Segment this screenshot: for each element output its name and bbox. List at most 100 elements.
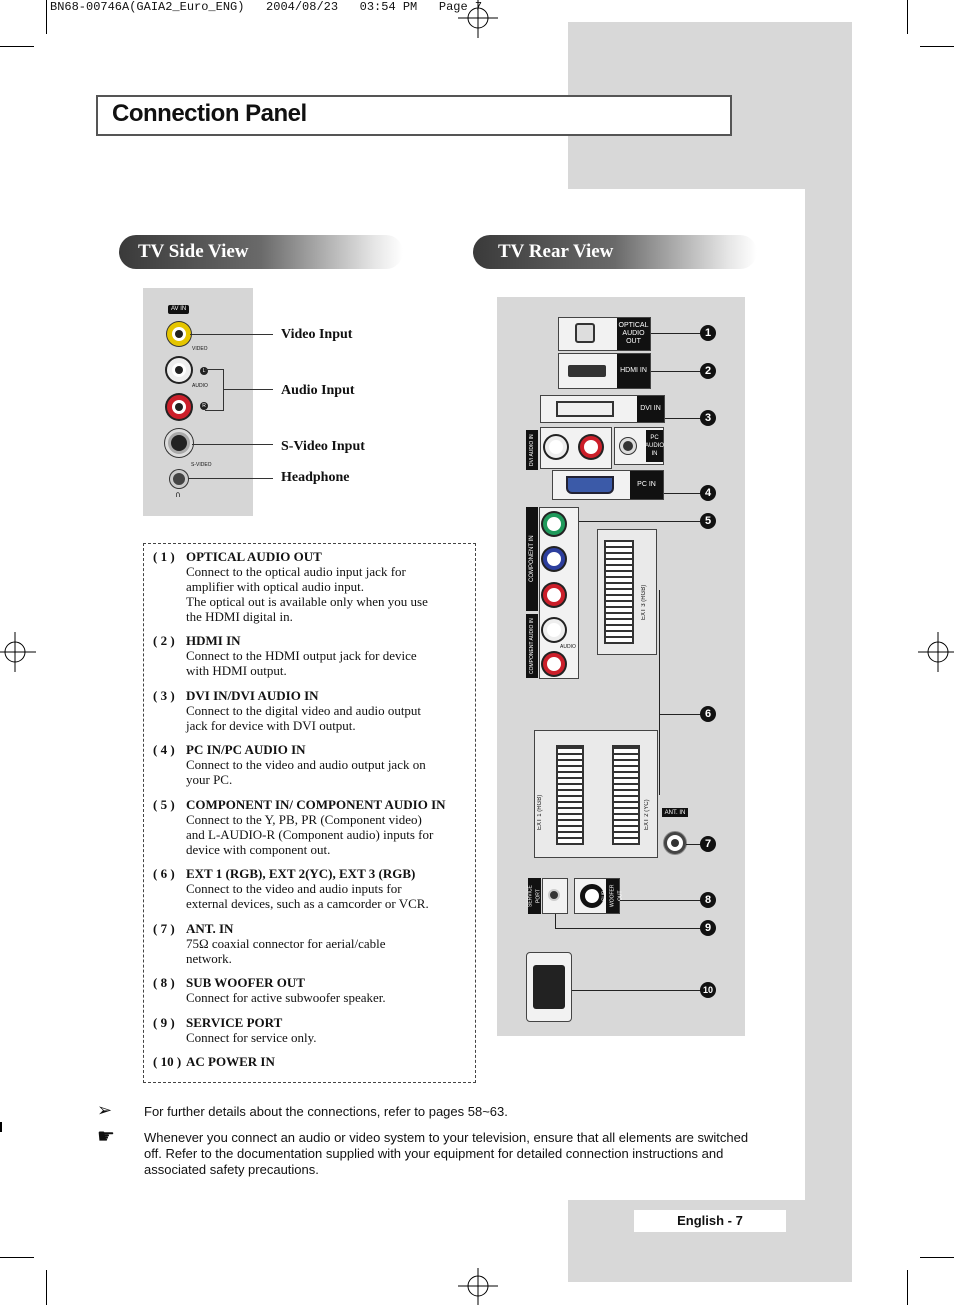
page-gray-band-right [805, 189, 852, 1200]
audio-bracket [205, 369, 224, 411]
ant-jack-icon [664, 832, 686, 854]
description-text: amplifier with optical audio input. [186, 579, 364, 594]
callout-line-10 [572, 990, 701, 991]
description-item: ( 10 ) AC POWER IN [153, 1054, 469, 1069]
headphone-jack-icon [170, 470, 188, 488]
description-heading: AC POWER IN [186, 1054, 275, 1069]
sub-woofer-jack-icon [580, 884, 604, 908]
side-view-heading-bar [119, 235, 403, 269]
callout-7: 7 [700, 836, 716, 852]
description-number: ( 6 ) [153, 866, 175, 881]
description-text: 75Ω coaxial connector for aerial/cable [186, 936, 386, 951]
description-text: The optical out is available only when y… [186, 594, 428, 609]
description-text: Connect to the optical audio input jack … [186, 564, 406, 579]
ext2-label: EXT 2 (YC) [644, 799, 650, 830]
ext1-scart-icon [556, 745, 584, 845]
callout-10: 10 [700, 982, 716, 998]
callout-line-5 [579, 521, 701, 522]
component-audio-left-jack-icon [543, 619, 565, 641]
audio-left-jack-icon [167, 358, 191, 382]
l-marker-icon: L [200, 367, 208, 375]
audio-leader-line [223, 389, 273, 390]
dvi-audio-right-jack-icon [580, 436, 602, 458]
component-pr-jack-icon [543, 584, 565, 606]
callout-line-7 [686, 844, 701, 845]
crop-mark [0, 46, 34, 47]
description-text: Connect to the video and audio inputs fo… [186, 881, 402, 896]
callout-1: 1 [700, 325, 716, 341]
description-heading: COMPONENT IN/ COMPONENT AUDIO IN [186, 797, 446, 812]
dvi-audio-label: DVI AUDIO IN [526, 430, 538, 470]
video-input-label: Video Input [281, 327, 353, 342]
headphone-leader-line [188, 478, 273, 479]
component-audio-label: COMPONENT AUDIO IN [526, 614, 538, 678]
component-pb-jack-icon [543, 548, 565, 570]
description-text: your PC. [186, 772, 233, 787]
callout-9-connector [555, 914, 556, 928]
callout-line-6 [660, 714, 701, 715]
description-heading: PC IN/PC AUDIO IN [186, 742, 306, 757]
registration-mark-top [458, 0, 498, 38]
hand-note: Whenever you connect an audio or video s… [144, 1130, 784, 1178]
component-label: COMPONENT IN [526, 507, 538, 611]
page-title: Connection Panel [112, 100, 307, 127]
crop-mark [46, 1270, 47, 1305]
crop-mark [907, 0, 908, 34]
crop-mark [0, 1257, 34, 1258]
hand-note-line: off. Refer to the documentation supplied… [144, 1146, 724, 1161]
crop-mark [920, 1257, 954, 1258]
description-number: ( 9 ) [153, 1015, 175, 1030]
hdmi-jack-icon [568, 365, 606, 377]
callout-2: 2 [700, 363, 716, 379]
rear-view-heading-bar [473, 235, 757, 269]
description-text: Connect for active subwoofer speaker. [186, 990, 386, 1005]
video-tag: VIDEO [192, 346, 208, 352]
description-number: ( 8 ) [153, 975, 175, 990]
callout-line-2 [651, 371, 701, 372]
description-heading: OPTICAL AUDIO OUT [186, 549, 322, 564]
description-heading: SUB WOOFER OUT [186, 975, 305, 990]
hand-note-line: Whenever you connect an audio or video s… [144, 1130, 749, 1145]
description-number: ( 4 ) [153, 742, 175, 757]
description-heading: HDMI IN [186, 633, 241, 648]
description-number: ( 10 ) [153, 1054, 182, 1069]
pc-vga-jack-icon [566, 476, 614, 494]
callout-5: 5 [700, 513, 716, 529]
video-jack-icon [167, 322, 191, 346]
video-leader-line [190, 334, 273, 335]
ant-label: ANT. IN [662, 808, 688, 817]
callout-6-bracket [659, 590, 660, 795]
svideo-tag: S-VIDEO [191, 462, 212, 468]
print-slug: BN68-00746A(GAIA2_Euro_ENG) 2004/08/23 0… [50, 0, 483, 14]
component-audio-tag: AUDIO [560, 644, 576, 650]
callout-line-1 [651, 333, 701, 334]
description-text: device with component out. [186, 842, 331, 857]
callout-line-4 [664, 493, 701, 494]
side-connector-panel [143, 288, 253, 516]
description-text: network. [186, 951, 232, 966]
pc-label: PC IN [630, 471, 663, 499]
callout-3: 3 [700, 410, 716, 426]
svideo-leader-line [192, 444, 273, 445]
arrow-icon: ➢ [97, 1100, 113, 1121]
hand-note-line: associated safety precautions. [144, 1162, 319, 1177]
audio-right-jack-icon [167, 395, 191, 419]
hdmi-label: HDMI IN [617, 354, 650, 388]
dvi-jack-icon [556, 401, 614, 417]
headphone-icon: ∩ [175, 490, 181, 499]
description-heading: EXT 1 (RGB), EXT 2(YC), EXT 3 (RGB) [186, 866, 416, 881]
audio-tag: AUDIO [192, 383, 208, 389]
description-text: the HDMI digital in. [186, 609, 293, 624]
description-number: ( 7 ) [153, 921, 175, 936]
ext3-label: EXT 3 (RGB) [641, 584, 647, 620]
registration-mark-left [0, 632, 36, 672]
callout-9: 9 [700, 920, 716, 936]
dvi-audio-left-jack-icon [545, 436, 567, 458]
description-number: ( 5 ) [153, 797, 175, 812]
